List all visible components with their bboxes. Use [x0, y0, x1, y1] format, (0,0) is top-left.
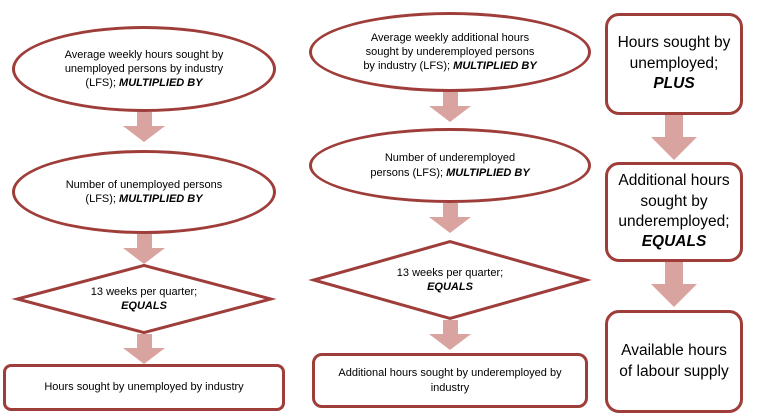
node-text-line: unemployed; [629, 54, 719, 72]
available-hours-of-labour-supply-rounded-rect-1: Additional hours sought by underemployed; E… [605, 162, 743, 262]
node-text-line: Number of underemployed [384, 152, 516, 165]
node-text-line: PLUS [653, 75, 695, 93]
down-block-arrow-icon [651, 262, 697, 307]
node-text-line: (LFS); MULTIPLIED BY [85, 77, 203, 90]
node-text-line: Hours sought by unemployed by industry [44, 381, 244, 394]
hours-sought-by-unemployed-rect-3: Hours sought by unemployed by industry [3, 364, 285, 411]
hours-sought-by-unemployed-diamond-2: 13 weeks per quarter; EQUALS [12, 264, 276, 334]
node-text-line: unemployed persons by industry [64, 62, 224, 75]
node-text-line: 13 weeks per quarter; [90, 285, 198, 298]
column-available-hours-of-labour-supply: Hours sought by unemployed; PLUS Additional… [603, 0, 745, 413]
node-text: Available hours of labour supply [615, 341, 732, 382]
node-text-line: Additional hours sought by underemployed… [338, 367, 562, 380]
node-text: Additional hours sought by underemployed… [332, 366, 567, 394]
down-block-arrow-icon [429, 320, 471, 350]
node-text-line: Hours sought by [617, 34, 731, 52]
down-block-arrow-icon [123, 234, 165, 264]
down-block-arrow-icon [123, 112, 165, 142]
node-text: Number of unemployed persons (LFS); MULTI… [60, 178, 229, 206]
node-text-line: sought by underemployed persons [365, 45, 535, 58]
node-text-line: Average weekly additional hours [370, 31, 530, 44]
down-block-arrow-icon [429, 92, 471, 122]
node-text-line: sought by [640, 192, 708, 210]
node-text-line: underemployed; [618, 213, 730, 230]
node-text-line: 13 weeks per quarter; [396, 266, 504, 279]
node-text-line: EQUALS [427, 281, 473, 293]
node-text: 13 weeks per quarter; EQUALS [85, 285, 203, 313]
node-text: Additional hours sought by underemployed; E… [614, 171, 733, 253]
node-text: Hours sought by unemployed; PLUS [614, 33, 735, 94]
down-block-arrow-icon [123, 334, 165, 364]
node-text-line: persons (LFS); MULTIPLIED BY [370, 166, 530, 179]
node-text-line: (LFS); MULTIPLIED BY [85, 193, 203, 205]
diamond-outline [12, 264, 276, 334]
node-text: 13 weeks per quarter; EQUALS [391, 266, 509, 294]
additional-hours-sought-by-underemployed-diamond-2: 13 weeks per quarter; EQUALS [308, 240, 592, 320]
available-hours-of-labour-supply-rounded-rect-2: Available hours of labour supply [605, 310, 743, 413]
node-text-line: Average weekly hours sought by [64, 48, 224, 61]
node-text-line: by industry (LFS); MULTIPLIED BY [363, 60, 537, 73]
node-text-line: of labour supply [619, 362, 729, 380]
node-text-line: industry [430, 381, 470, 394]
node-text-line: Additional hours [618, 172, 730, 190]
down-block-arrow-icon [651, 115, 697, 160]
node-text-line: Available hours [621, 342, 727, 360]
node-text: Hours sought by unemployed by industry [38, 380, 249, 394]
additional-hours-sought-by-underemployed-rect-3: Additional hours sought by underemployed… [312, 353, 588, 408]
node-text-line: EQUALS [641, 233, 707, 251]
hours-sought-by-unemployed-ellipse-1: Number of unemployed persons (LFS); MULTI… [12, 150, 276, 234]
available-hours-of-labour-supply-rounded-rect-0: Hours sought by unemployed; PLUS [605, 13, 743, 115]
node-text-line: EQUALS [121, 300, 167, 312]
down-block-arrow-icon [429, 203, 471, 233]
diamond-outline [308, 240, 592, 320]
node-text-line: Number of unemployed persons [65, 178, 223, 191]
